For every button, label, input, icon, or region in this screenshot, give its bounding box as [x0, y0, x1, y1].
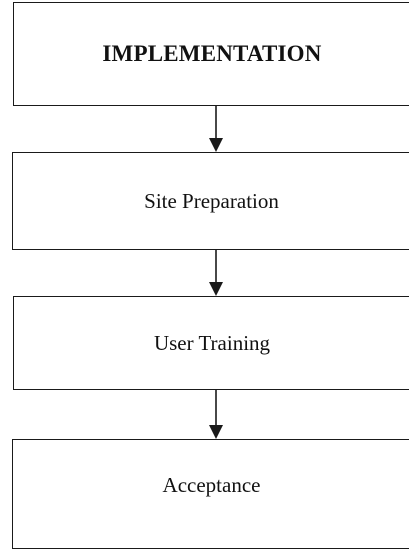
implementation-label: IMPLEMENTATION [102, 41, 322, 66]
acceptance-label: Acceptance [162, 473, 261, 497]
site-preparation-label: Site Preparation [144, 188, 279, 213]
user-training-box: User Training [13, 296, 409, 390]
site-preparation-box: Site Preparation [12, 152, 409, 250]
acceptance-box: Acceptance [12, 439, 409, 549]
user-training-label: User Training [153, 330, 271, 355]
arrow-site-to-training [209, 250, 223, 296]
arrow-training-to-acceptance [209, 390, 223, 439]
arrow-implementation-to-site [209, 106, 223, 152]
implementation-box: IMPLEMENTATION [13, 2, 409, 106]
